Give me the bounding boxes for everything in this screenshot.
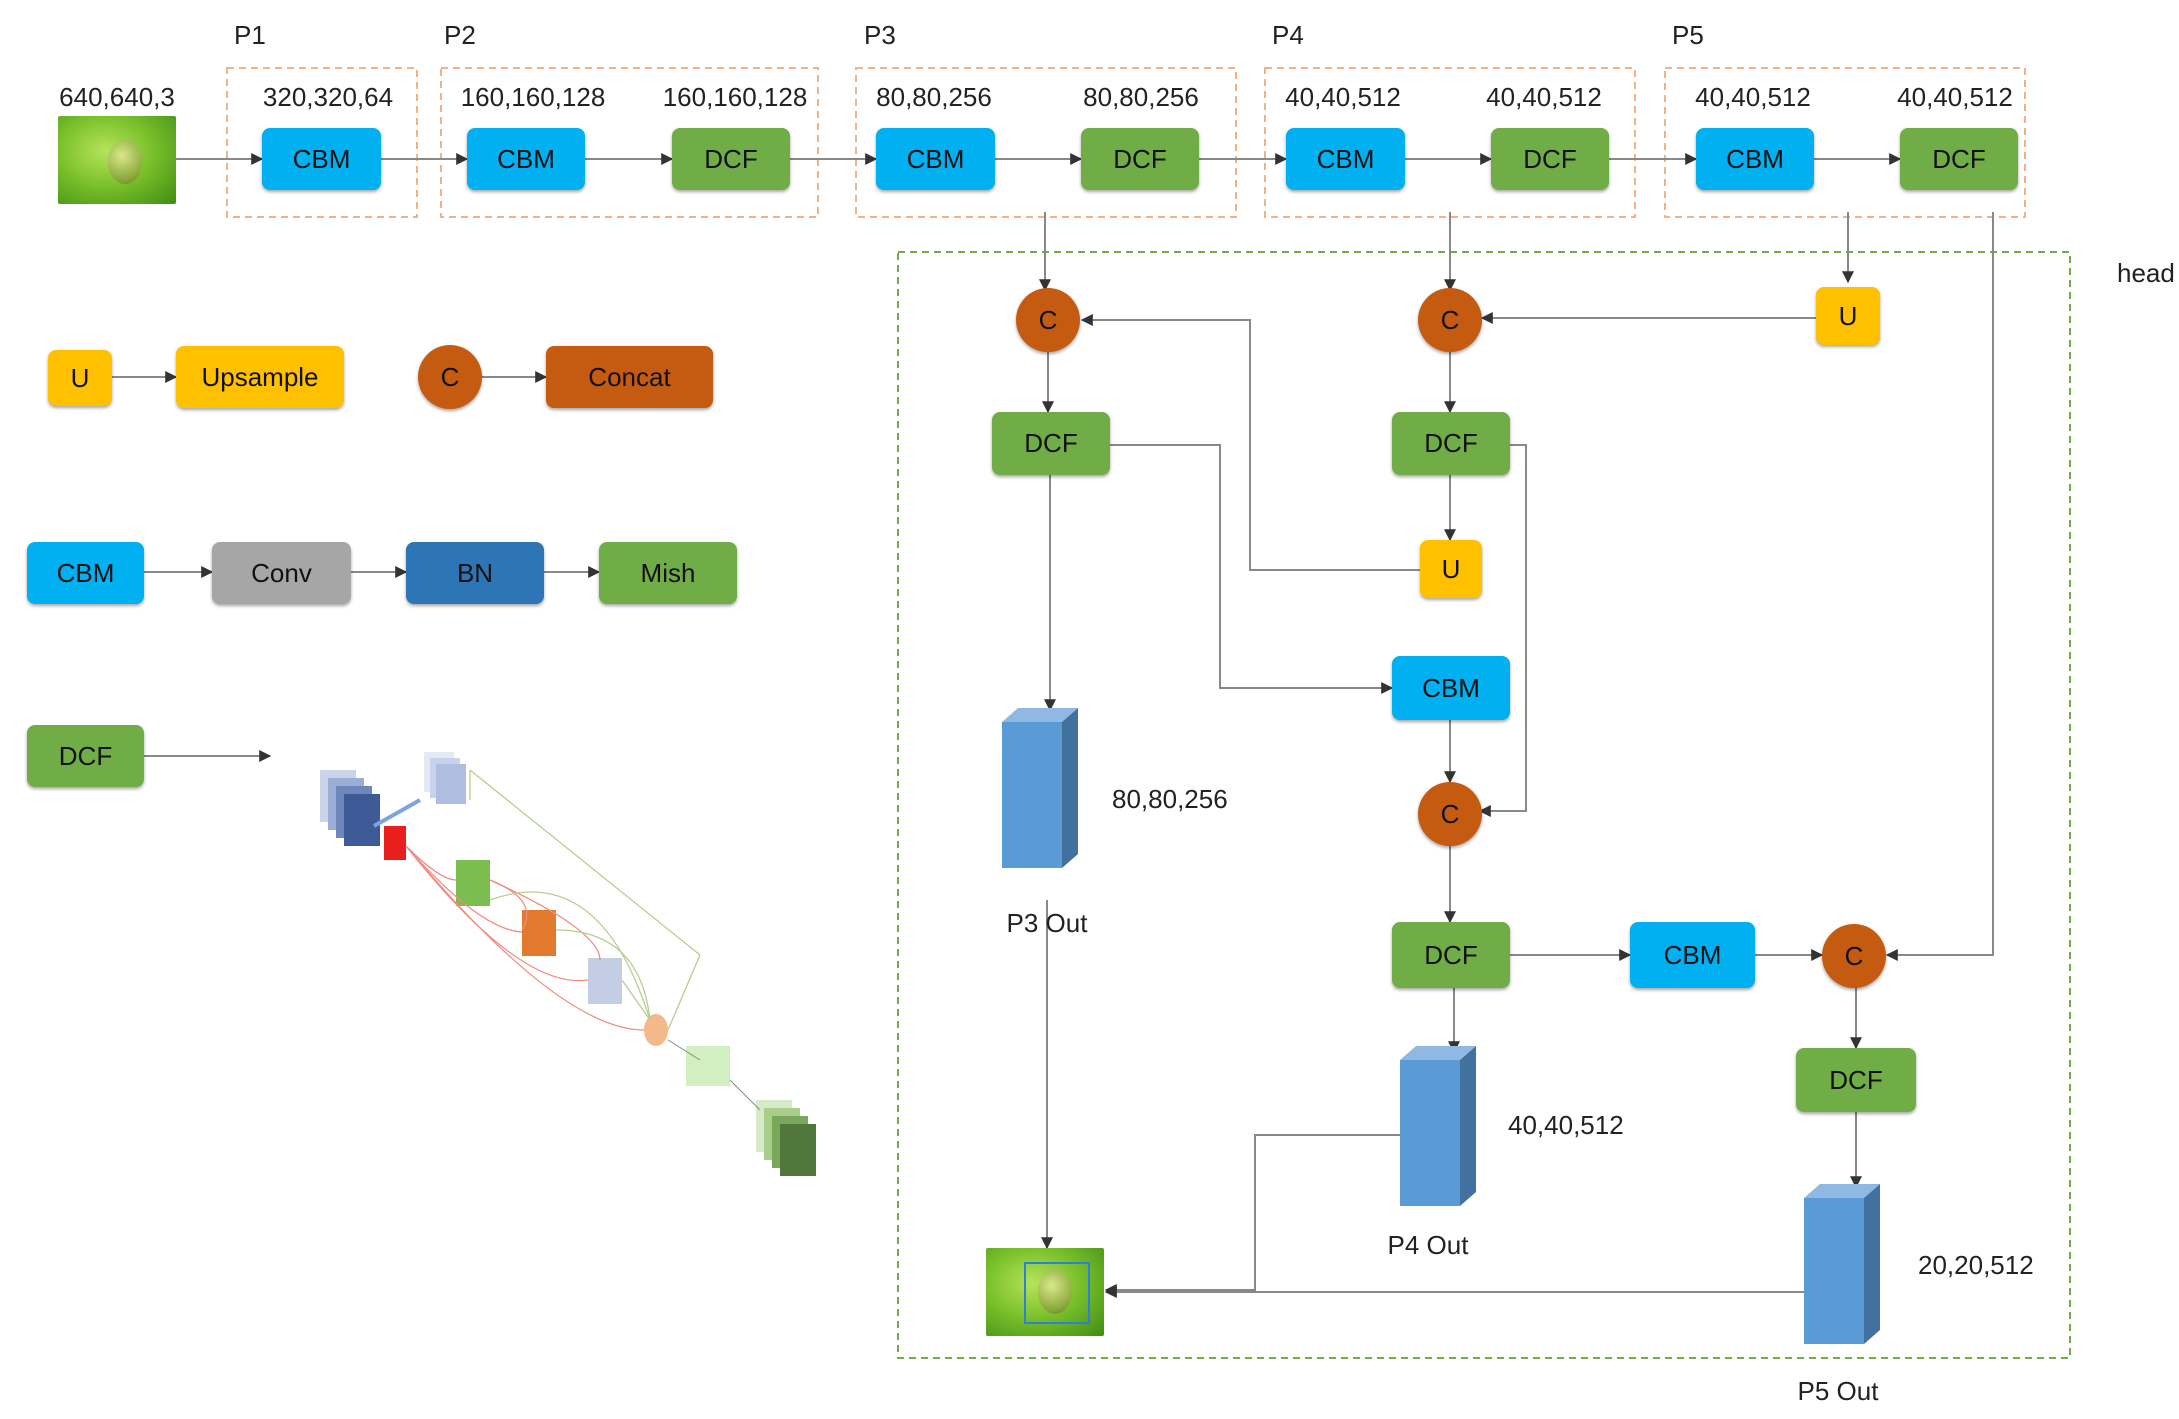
output-feature-stack <box>756 1100 816 1176</box>
legend-c-symbol: C <box>418 345 482 409</box>
p2-dim-b: 160,160,128 <box>662 82 808 112</box>
stage-p5-frame <box>1664 67 2026 218</box>
head-dcf-p4-b: DCF <box>1392 922 1510 988</box>
head-concat-2: C <box>1418 288 1482 352</box>
head-concat-1: C <box>1016 288 1080 352</box>
p1-dim: 320,320,64 <box>262 82 394 112</box>
p5-dim-b: 40,40,512 <box>1897 82 2013 112</box>
orange-feature <box>522 910 556 956</box>
p5-out-block <box>1804 1184 1880 1344</box>
head-label: head <box>2117 258 2175 288</box>
p4-dim-b: 40,40,512 <box>1486 82 1602 112</box>
light-green-feature <box>686 1046 730 1086</box>
stage-label-p5: P5 <box>1672 20 1704 50</box>
p5-out-dim: 20,20,512 <box>1918 1250 2034 1280</box>
p3-cbm-block: CBM <box>876 128 995 190</box>
stage-label-p4: P4 <box>1272 20 1304 50</box>
p3-out-block <box>1002 708 1078 868</box>
stage-p4-frame <box>1264 67 1636 218</box>
legend-u-symbol: U <box>48 350 112 406</box>
green-feature <box>456 860 490 906</box>
p4-out-block <box>1400 1046 1476 1206</box>
p1-cbm-block: CBM <box>262 128 381 190</box>
legend-upsample-label: Upsample <box>176 346 344 408</box>
red-feature <box>384 826 406 860</box>
p3-dim-b: 80,80,256 <box>1083 82 1199 112</box>
aphid-figure <box>1038 1270 1072 1314</box>
p4-dim-a: 40,40,512 <box>1285 82 1401 112</box>
p2-cbm-block: CBM <box>467 128 585 190</box>
p2-dim-a: 160,160,128 <box>460 82 606 112</box>
legend-concat-label: Concat <box>546 346 713 408</box>
head-concat-3: C <box>1418 782 1482 846</box>
head-cbm-mid: CBM <box>1392 656 1510 720</box>
head-upsample-2: U <box>1420 540 1482 598</box>
p2-dcf-block: DCF <box>672 128 790 190</box>
p5-dim-a: 40,40,512 <box>1695 82 1811 112</box>
fusion-node <box>644 1014 668 1046</box>
p5-dcf-block: DCF <box>1900 128 2018 190</box>
head-frame <box>897 251 2071 1359</box>
lavender-feature <box>588 958 622 1004</box>
legend-conv-part: Conv <box>212 542 351 604</box>
input-image <box>58 116 176 204</box>
stage-p2-frame <box>440 67 819 218</box>
head-cbm-low: CBM <box>1630 922 1755 988</box>
stage-label-p1: P1 <box>234 20 266 50</box>
p4-out-label: P4 Out <box>1387 1230 1469 1260</box>
aphid-figure <box>108 140 142 184</box>
p4-dcf-block: DCF <box>1491 128 1609 190</box>
input-feature-stack <box>320 770 380 846</box>
head-dcf-p4-a: DCF <box>1392 412 1510 475</box>
p3-dcf-block: DCF <box>1081 128 1199 190</box>
head-dcf-p5: DCF <box>1796 1048 1916 1112</box>
p5-out-label: P5 Out <box>1797 1376 1879 1406</box>
result-image <box>986 1248 1104 1336</box>
dcf-module-illustration <box>320 752 816 1176</box>
input-dim: 640,640,3 <box>59 82 175 112</box>
head-upsample-1: U <box>1816 287 1880 345</box>
legend-mish-part: Mish <box>599 542 737 604</box>
p3-out-label: P3 Out <box>1006 908 1088 938</box>
p4-cbm-block: CBM <box>1286 128 1405 190</box>
stage-p1-frame <box>226 67 418 218</box>
small-feature-stack <box>424 752 466 804</box>
legend-cbm-symbol: CBM <box>27 542 144 604</box>
stage-label-p2: P2 <box>444 20 476 50</box>
stage-label-p3: P3 <box>864 20 896 50</box>
legend-bn-part: BN <box>406 542 544 604</box>
detection-box <box>1024 1262 1090 1324</box>
p5-cbm-block: CBM <box>1696 128 1814 190</box>
head-concat-4: C <box>1822 924 1886 988</box>
head-dcf-p3: DCF <box>992 412 1110 475</box>
legend-dcf-symbol: DCF <box>27 725 144 787</box>
p3-dim-a: 80,80,256 <box>876 82 992 112</box>
p3-out-dim: 80,80,256 <box>1112 784 1228 814</box>
p4-out-dim: 40,40,512 <box>1508 1110 1624 1140</box>
